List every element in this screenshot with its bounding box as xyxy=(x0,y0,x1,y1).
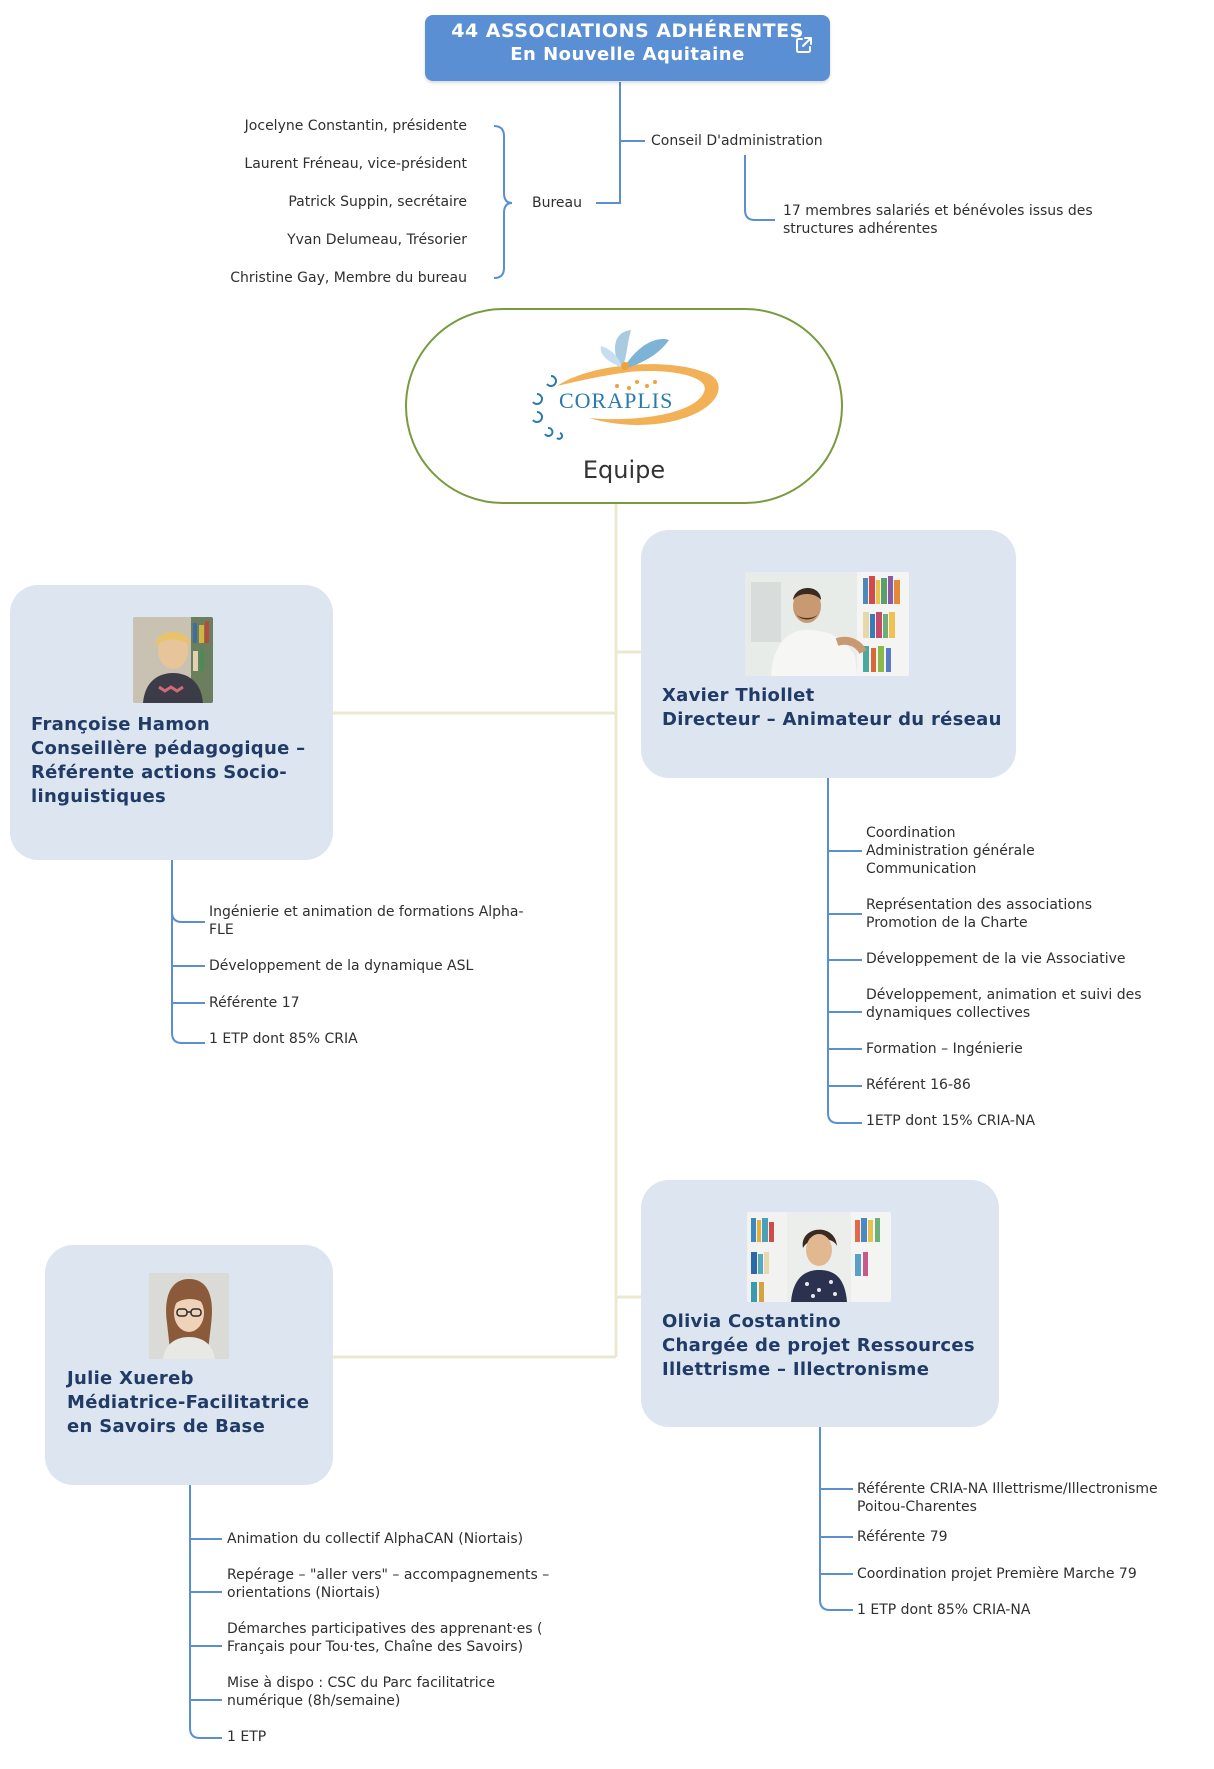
task-item: Référente 17 xyxy=(209,995,300,1011)
bureau-member: Patrick Suppin, secrétaire xyxy=(288,194,467,210)
task-item: Référent 16-86 xyxy=(866,1077,971,1093)
team-member-name: Françoise Hamon Conseillère pédagogique … xyxy=(31,714,306,807)
task-item: Coordination Administration générale Com… xyxy=(866,825,1035,877)
task-item: Représentation des associations Promotio… xyxy=(866,897,1093,931)
bureau-member: Laurent Fréneau, vice-président xyxy=(244,156,467,172)
team-member-name: Julie Xuereb Médiatrice-Facilitatrice en… xyxy=(67,1368,310,1437)
team-member-name: Olivia Costantino Chargée de projet Ress… xyxy=(662,1311,975,1380)
bureau-member: Yvan Delumeau, Trésorier xyxy=(287,232,467,248)
avatar xyxy=(745,572,909,676)
task-item: Référente CRIA-NA Illettrisme/Illectroni… xyxy=(857,1481,1158,1515)
task-item: 1 ETP dont 85% CRIA-NA xyxy=(857,1602,1031,1618)
center-node[interactable]: CORAPLIS Equipe xyxy=(405,308,843,504)
task-item: 1 ETP dont 85% CRIA xyxy=(209,1031,358,1047)
root-subtitle: En Nouvelle Aquitaine xyxy=(510,44,745,65)
task-item: Référente 79 xyxy=(857,1529,948,1545)
conseil-label: Conseil D'administration xyxy=(651,133,823,149)
bureau-member: Jocelyne Constantin, présidente xyxy=(244,118,467,134)
external-link-icon[interactable] xyxy=(794,35,814,55)
task-item: Démarches participatives des apprenant·e… xyxy=(227,1621,543,1655)
avatar xyxy=(747,1212,891,1302)
conseil-detail: 17 membres salariés et bénévoles issus d… xyxy=(783,203,1093,237)
task-item: 1 ETP xyxy=(227,1729,267,1745)
task-item: Mise à dispo : CSC du Parc facilitatrice… xyxy=(227,1675,495,1709)
team-card-julie[interactable]: Julie Xuereb Médiatrice-Facilitatrice en… xyxy=(45,1245,333,1485)
task-item: Animation du collectif AlphaCAN (Niortai… xyxy=(227,1531,524,1547)
root-title: 44 ASSOCIATIONS ADHÉRENTES xyxy=(451,20,804,42)
task-item: Ingénierie et animation de formations Al… xyxy=(209,904,524,938)
team-member-name: Xavier Thiollet Directeur – Animateur du… xyxy=(662,685,1002,730)
team-card-xavier[interactable]: Xavier Thiollet Directeur – Animateur du… xyxy=(641,530,1016,778)
logo-text: CORAPLIS xyxy=(559,388,673,413)
task-item: Développement de la vie Associative xyxy=(866,951,1126,967)
avatar xyxy=(133,617,213,703)
avatar xyxy=(149,1273,229,1359)
team-card-francoise[interactable]: Françoise Hamon Conseillère pédagogique … xyxy=(10,585,333,860)
task-item: 1ETP dont 15% CRIA-NA xyxy=(866,1113,1036,1129)
root-node[interactable]: 44 ASSOCIATIONS ADHÉRENTES En Nouvelle A… xyxy=(425,15,830,81)
task-item: Développement, animation et suivi des dy… xyxy=(866,987,1142,1021)
task-item: Repérage – "aller vers" – accompagnement… xyxy=(227,1567,550,1601)
bureau-member: Christine Gay, Membre du bureau xyxy=(230,270,467,286)
coraplis-logo: CORAPLIS xyxy=(519,326,729,444)
task-item: Coordination projet Première Marche 79 xyxy=(857,1566,1137,1582)
team-card-olivia[interactable]: Olivia Costantino Chargée de projet Ress… xyxy=(641,1180,999,1427)
bureau-label: Bureau xyxy=(532,195,582,211)
task-item: Développement de la dynamique ASL xyxy=(209,958,474,974)
task-item: Formation – Ingénierie xyxy=(866,1041,1023,1057)
center-title: Equipe xyxy=(582,456,666,484)
